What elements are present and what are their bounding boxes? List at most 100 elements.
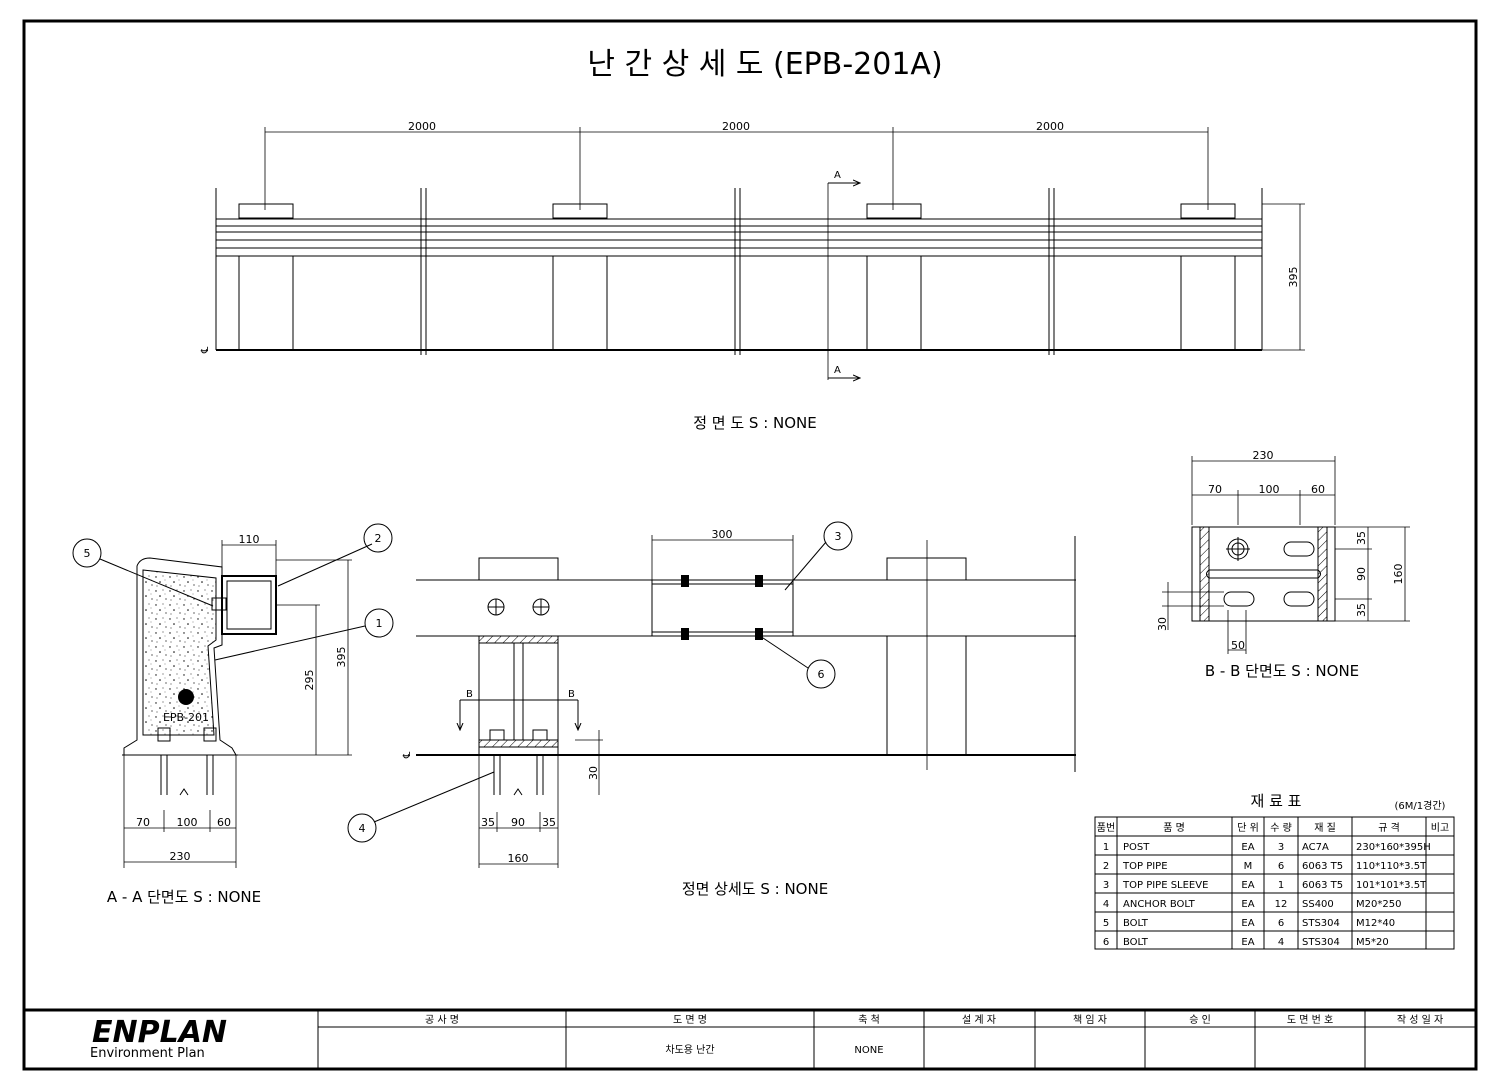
dim-span-2: 2000	[722, 120, 750, 133]
callout-5: 5	[84, 547, 91, 560]
dim-bb-edge: 30	[1156, 617, 1169, 631]
materials-cell: 6	[1278, 918, 1284, 929]
materials-cell: M20*250	[1356, 899, 1401, 910]
materials-row: 6 BOLT EA 4 STS304 M5*20	[1103, 937, 1389, 948]
company-logo-sub: Environment Plan	[90, 1046, 205, 1061]
materials-cell: M12*40	[1356, 918, 1395, 929]
callout-1: 1	[376, 617, 383, 630]
materials-cell: M	[1244, 861, 1253, 872]
company-logo: ENPLAN	[92, 1015, 227, 1050]
tb-header-scale: 축 척	[858, 1014, 880, 1026]
materials-cell: TOP PIPE	[1122, 861, 1168, 872]
dim-bb-h1: 35	[1355, 531, 1368, 545]
callout-6: 6	[818, 668, 825, 681]
materials-row: 2 TOP PIPE M 6 6063 T5 110*110*3.5T	[1103, 861, 1427, 872]
materials-cell: 4	[1278, 937, 1284, 948]
dim-aa-b1: 70	[136, 816, 150, 829]
tb-header-approval: 승 인	[1189, 1014, 1211, 1026]
materials-cell: EA	[1241, 880, 1254, 891]
section-bb-caption: B - B 단면도 S : NONE	[1205, 662, 1359, 680]
materials-header-cell: 규 격	[1378, 821, 1400, 834]
materials-title: 재 료 표	[1251, 792, 1302, 810]
materials-cell: BOLT	[1123, 918, 1149, 929]
sheet-border	[22, 19, 1478, 1071]
dim-fd-b1: 35	[481, 816, 495, 829]
materials-cell: EA	[1241, 937, 1254, 948]
dim-fd-total: 160	[508, 852, 529, 865]
materials-cell: 12	[1275, 899, 1288, 910]
dim-span-1: 2000	[408, 120, 436, 133]
materials-header-cell: 품 명	[1163, 822, 1185, 834]
materials-cell: 3	[1278, 842, 1284, 853]
front-view: 2000 2000 2000	[200, 120, 1305, 432]
materials-header-cell: 품번	[1097, 822, 1115, 834]
materials-cell: 4	[1103, 899, 1109, 910]
title-block: ENPLAN Environment Plan 공 사 명 도 면 명 축 척 …	[24, 1008, 1476, 1069]
post-4	[1180, 203, 1236, 350]
dim-bb-w1: 70	[1208, 483, 1222, 496]
materials-cell: EA	[1241, 899, 1254, 910]
section-bb-view: 230 70 100 60 30 50 35 90 35 160	[1156, 449, 1410, 680]
tb-header-project: 공 사 명	[425, 1014, 459, 1026]
materials-cell: BOLT	[1123, 937, 1149, 948]
post-emblem: EPB-201	[163, 711, 209, 724]
dim-bb-height: 160	[1392, 564, 1405, 585]
dim-bb-slot: 50	[1231, 639, 1245, 652]
section-mark-b-right: B	[568, 689, 575, 700]
materials-header-cell: 수 량	[1270, 822, 1292, 834]
materials-cell: STS304	[1302, 918, 1340, 929]
materials-cell: TOP PIPE SLEEVE	[1122, 880, 1208, 891]
section-mark-a-top: A	[834, 170, 841, 181]
materials-cell: AC7A	[1302, 842, 1329, 853]
section-aa-caption: A - A 단면도 S : NONE	[107, 888, 261, 906]
materials-cell: 6	[1278, 861, 1284, 872]
callouts: 2 1 5 3 6 4	[72, 521, 853, 843]
dim-fd-b2: 90	[511, 816, 525, 829]
materials-cell: 110*110*3.5T	[1356, 861, 1427, 872]
materials-header-cell: 단 위	[1237, 821, 1259, 834]
section-mark-b-left: B	[466, 689, 473, 700]
dim-bb-w3: 60	[1311, 483, 1325, 496]
dim-bb-w2: 100	[1259, 483, 1280, 496]
dim-bb-h3: 35	[1355, 603, 1368, 617]
front-detail-view: 300 B B 30 35 90 35 160 ℄ 정면 상세도 S : NON…	[402, 528, 1076, 898]
materials-cell: 2	[1103, 861, 1109, 872]
centerline-mark: ℄	[200, 346, 211, 354]
materials-cell: M5*20	[1356, 937, 1389, 948]
centerline-mark-detail: ℄	[402, 751, 413, 759]
tb-header-drawing-name: 도 면 명	[673, 1014, 707, 1026]
dim-sleeve-length: 300	[712, 528, 733, 541]
dim-bb-width: 230	[1253, 449, 1274, 462]
dim-aa-total-width: 230	[170, 850, 191, 863]
dim-aa-b2: 100	[177, 816, 198, 829]
dim-fd-b3: 35	[542, 816, 556, 829]
materials-cell: STS304	[1302, 937, 1340, 948]
post-1	[238, 203, 294, 350]
tb-header-drawing-no: 도 면 번 호	[1287, 1014, 1333, 1026]
callout-3: 3	[835, 530, 842, 543]
drawing-title: 난 간 상 세 도 (EPB-201A)	[587, 47, 942, 82]
tb-header-designer: 설 계 자	[962, 1014, 996, 1026]
materials-header-cell: 비고	[1431, 822, 1449, 834]
materials-cell: POST	[1123, 842, 1150, 853]
tb-header-manager: 책 임 자	[1073, 1013, 1107, 1026]
section-mark-a-bottom: A	[834, 365, 841, 376]
materials-cell: 101*101*3.5T	[1356, 880, 1427, 891]
callout-2: 2	[375, 532, 382, 545]
materials-cell: 230*160*395H	[1356, 842, 1431, 853]
materials-cell: 6063 T5	[1302, 861, 1343, 872]
materials-note: (6M/1경간)	[1395, 799, 1446, 812]
post-3	[866, 203, 922, 350]
tb-header-date: 작 성 일 자	[1397, 1014, 1443, 1026]
callout-4: 4	[359, 822, 366, 835]
materials-cell: 1	[1103, 842, 1109, 853]
dim-aa-b3: 60	[217, 816, 231, 829]
materials-cell: 6	[1103, 937, 1109, 948]
post-2	[552, 203, 608, 350]
materials-header-cell: 재 질	[1314, 822, 1336, 834]
